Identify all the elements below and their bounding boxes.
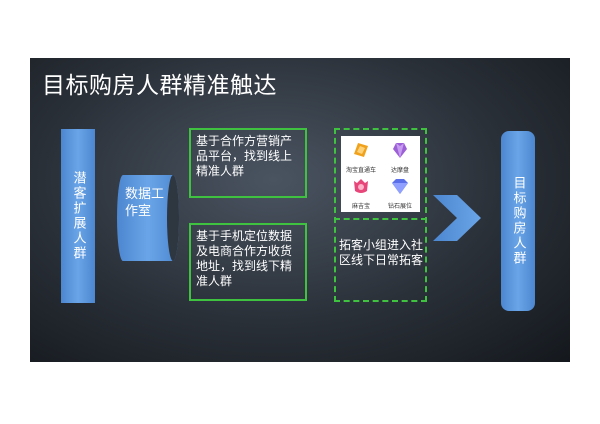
chevron-right-arrow-icon xyxy=(433,195,481,241)
damopan-icon xyxy=(393,143,407,158)
channels-dashed-box xyxy=(334,128,427,302)
app-label: 麻吉宝 xyxy=(351,203,370,210)
app-label: 钻石展位 xyxy=(387,203,412,210)
majibao-icon xyxy=(354,179,368,193)
app-taobao-ztc: 淘宝直通车 xyxy=(342,140,380,174)
data-studio-label: 数据工作室 xyxy=(125,187,165,219)
dashed-divider xyxy=(334,218,427,220)
app-label: 淘宝直通车 xyxy=(345,167,376,174)
app-damopan: 达摩盘 xyxy=(381,140,419,174)
potential-customer-box: 潜客扩展人群 xyxy=(61,129,95,303)
online-targeting-box: 基于合作方营销产品平台，找到线上精准人群 xyxy=(189,128,307,198)
offline-team-text: 拓客小组进入社区线下日常拓客 xyxy=(339,238,424,267)
diamond-booth-icon xyxy=(392,179,408,194)
app-diamond-booth: 钻石展位 xyxy=(381,176,419,210)
slide: 目标购房人群精准触达 潜客扩展人群 数据工作室 基于合作方营销产品平台，找到线上… xyxy=(30,58,570,362)
taobao-ztc-icon xyxy=(354,143,368,157)
app-majibao: 麻吉宝 xyxy=(342,176,380,210)
offline-targeting-box: 基于手机定位数据及电商合作方收货地址，找到线下精准人群 xyxy=(189,223,307,301)
app-label: 达摩盘 xyxy=(390,167,409,174)
target-buyers-box: 目标购房人群 xyxy=(501,131,535,311)
data-studio-cylinder xyxy=(117,175,179,261)
slide-title: 目标购房人群精准触达 xyxy=(42,73,277,99)
app-icons-panel: 淘宝直通车 达摩盘 麻吉宝 钻石展位 xyxy=(341,136,420,212)
